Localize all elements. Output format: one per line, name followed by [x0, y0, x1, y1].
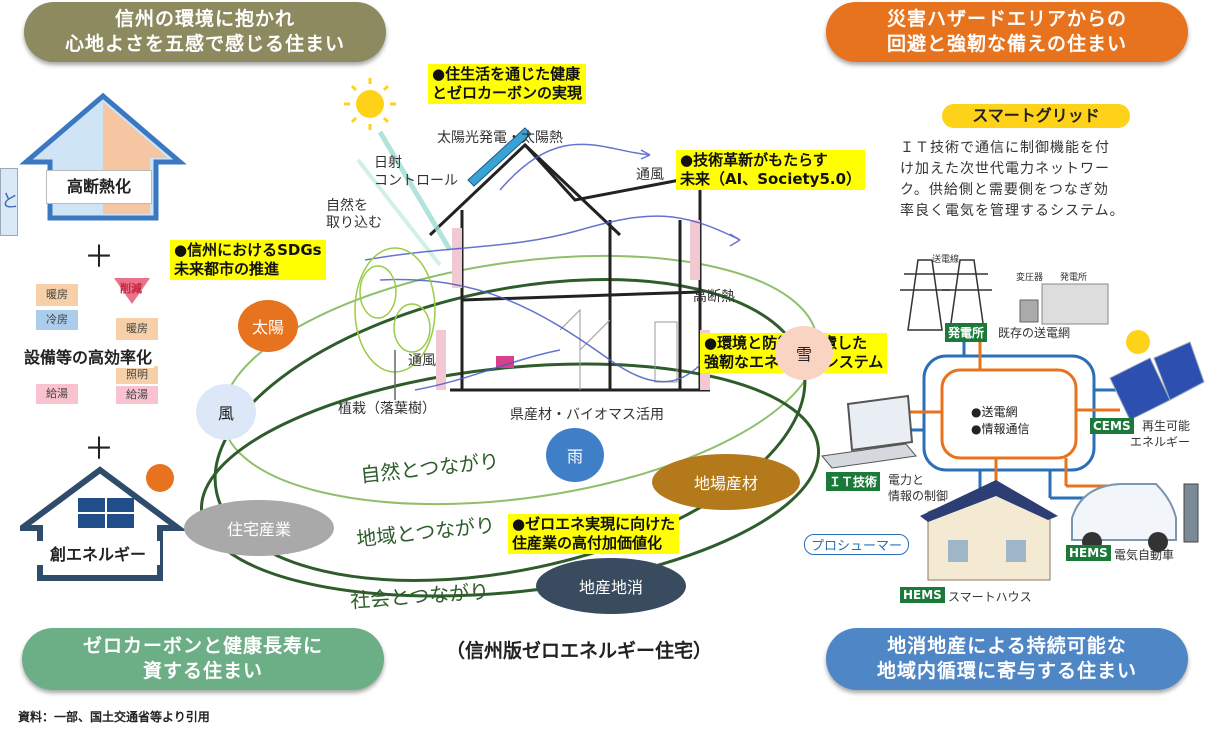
source-note: 資料：一部、国土交通省等より引用 — [18, 710, 210, 724]
electric-car-icon — [1071, 483, 1199, 552]
hot-water-block-after: 給湯 — [116, 386, 158, 404]
heating-block: 暖房 — [36, 284, 78, 306]
heating-block-after: 暖房 — [116, 318, 158, 340]
smart-grid-description: ＩＴ技術で通信に制御機能を付 け加えた次世代電力ネットワー ク。供給側と需要側を… — [900, 140, 1125, 219]
prosumer-label: プロシューマー — [804, 534, 910, 555]
house-windows — [559, 308, 678, 390]
smart-grid-title: スマートグリッド — [942, 104, 1130, 128]
solar-array-icon — [1109, 330, 1205, 421]
power-tower-icon — [900, 259, 992, 331]
reduction-label: 削減 — [120, 282, 142, 295]
cems-desc: 再生可能 エネルギー — [1130, 419, 1191, 449]
hems-house-tag: HEMS — [900, 587, 945, 603]
header-bottom-left: ゼロカーボンと健康長寿に 資する住まい — [22, 628, 384, 690]
reduction-arrow-icon — [114, 278, 150, 304]
left-edge-box: と — [0, 168, 18, 236]
callout-zeroene: ●ゼロエネ実現に向けた 住産業の高付加価値化 — [508, 514, 680, 554]
hot-water-block: 給湯 — [36, 384, 78, 404]
diagram-caption: （信州版ゼロエネルギー住宅） — [446, 640, 713, 662]
label-solar: 太陽光発電・太陽熱 — [437, 130, 563, 146]
label-biomass: 県産材・バイオマス活用 — [510, 407, 664, 423]
cooling-block: 冷房 — [36, 310, 78, 330]
circle-housing: 住宅産業 — [184, 500, 334, 556]
circle-local-material: 地場産材 — [652, 454, 800, 510]
circle-sun: 太陽 — [238, 300, 298, 352]
equipment-chart: 暖房 冷房 削減 暖房 照明 給湯 給湯 — [34, 278, 164, 408]
energy-creation-label: 創エネルギー — [36, 541, 160, 565]
laptop-icon — [821, 394, 917, 469]
equipment-label: 設備等の高効率化 — [22, 344, 155, 368]
plus-sign-1: ＋ — [84, 240, 114, 275]
label-ventilation-top: 通風 — [636, 167, 664, 183]
it-tech-tag: ＩＴ技術 — [826, 472, 881, 491]
label-nature-in: 自然を 取り込む — [326, 198, 382, 231]
header-bottom-right: 地消地産による持続可能な 地域内循環に寄与する住まい — [826, 628, 1188, 690]
power-plant-icon — [1019, 283, 1109, 325]
circle-snow: 雪 — [775, 326, 833, 380]
callout-health: ●住生活を通じた健康 とゼロカーボンの実現 — [428, 64, 587, 104]
hems-car-tag: HEMS — [1066, 545, 1111, 561]
grid-network — [821, 259, 1205, 581]
label-planting: 植栽（落葉樹） — [338, 401, 436, 417]
wind-flow-arrows — [364, 143, 741, 391]
solar-panel-icon — [467, 127, 532, 187]
label-insulation: 高断熱 — [693, 289, 735, 305]
callout-tech: ●技術革新がもたらす 未来（AI、Society5.0） — [676, 150, 866, 190]
tower-label-transformer: 変圧器 — [1016, 273, 1044, 283]
tv-icon — [496, 356, 514, 368]
circle-wind: 風 — [196, 384, 256, 440]
smart-house-icon — [920, 480, 1058, 581]
circle-local-consumption: 地産地消 — [536, 558, 686, 614]
label-sun-control: 日射 コントロール — [374, 155, 458, 189]
hems-car-desc: 電気自動車 — [1114, 548, 1175, 562]
power-plant-tag: 発電所 — [945, 323, 988, 342]
circle-rain: 雨 — [546, 428, 604, 482]
insulation-label: 高断熱化 — [46, 170, 152, 204]
power-plant-desc: 既存の送電網 — [998, 326, 1071, 340]
cems-tag: CEMS — [1090, 418, 1134, 434]
sun-icon — [344, 78, 396, 130]
tower-label-line: 送電線 — [932, 255, 960, 265]
header-top-right: 災害ハザードエリアからの 回避と強靭な備えの住まい — [826, 2, 1188, 62]
lighting-block: 照明 — [116, 366, 158, 384]
callout-sdgs: ●信州におけるSDGs 未来都市の推進 — [170, 240, 326, 280]
hems-house-desc: スマートハウス — [948, 590, 1032, 604]
legend-grid: ●送電網 ●情報通信 — [971, 405, 1030, 436]
tower-label-plant: 発電所 — [1060, 273, 1088, 283]
header-top-left: 信州の環境に抱かれ 心地よさを五感で感じる住まい — [24, 2, 386, 62]
tree-icon — [354, 247, 436, 400]
plus-sign-2: ＋ — [84, 432, 114, 467]
it-tech-desc: 電力と 情報の制御 — [888, 473, 949, 503]
label-ventilation-mid: 通風 — [408, 353, 436, 369]
